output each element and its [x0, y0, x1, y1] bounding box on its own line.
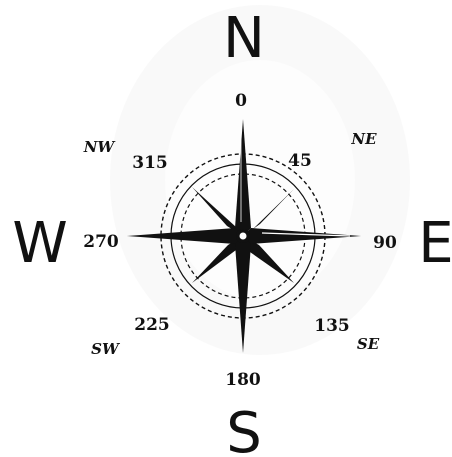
cardinal-west-label: W: [12, 211, 67, 276]
degree-180-label: 180: [225, 370, 261, 390]
degree-270-label: 270: [83, 232, 119, 252]
intercardinal-nw-label: NW: [83, 138, 117, 156]
intercardinal-ne-label: NE: [350, 130, 377, 148]
intercardinal-sw-label: SW: [91, 340, 121, 358]
cardinal-east-label: E: [418, 211, 452, 276]
cardinal-south-label: S: [226, 401, 262, 457]
degree-45-label: 45: [288, 151, 312, 171]
intercardinal-se-label: SE: [357, 335, 380, 353]
degree-225-label: 225: [134, 315, 170, 335]
degree-315-label: 315: [132, 153, 168, 173]
degree-135-label: 135: [314, 316, 350, 336]
center-dot: [240, 233, 247, 240]
cardinal-north-label: N: [223, 6, 265, 71]
degree-0-label: 0: [235, 91, 247, 111]
degree-90-label: 90: [373, 233, 397, 253]
